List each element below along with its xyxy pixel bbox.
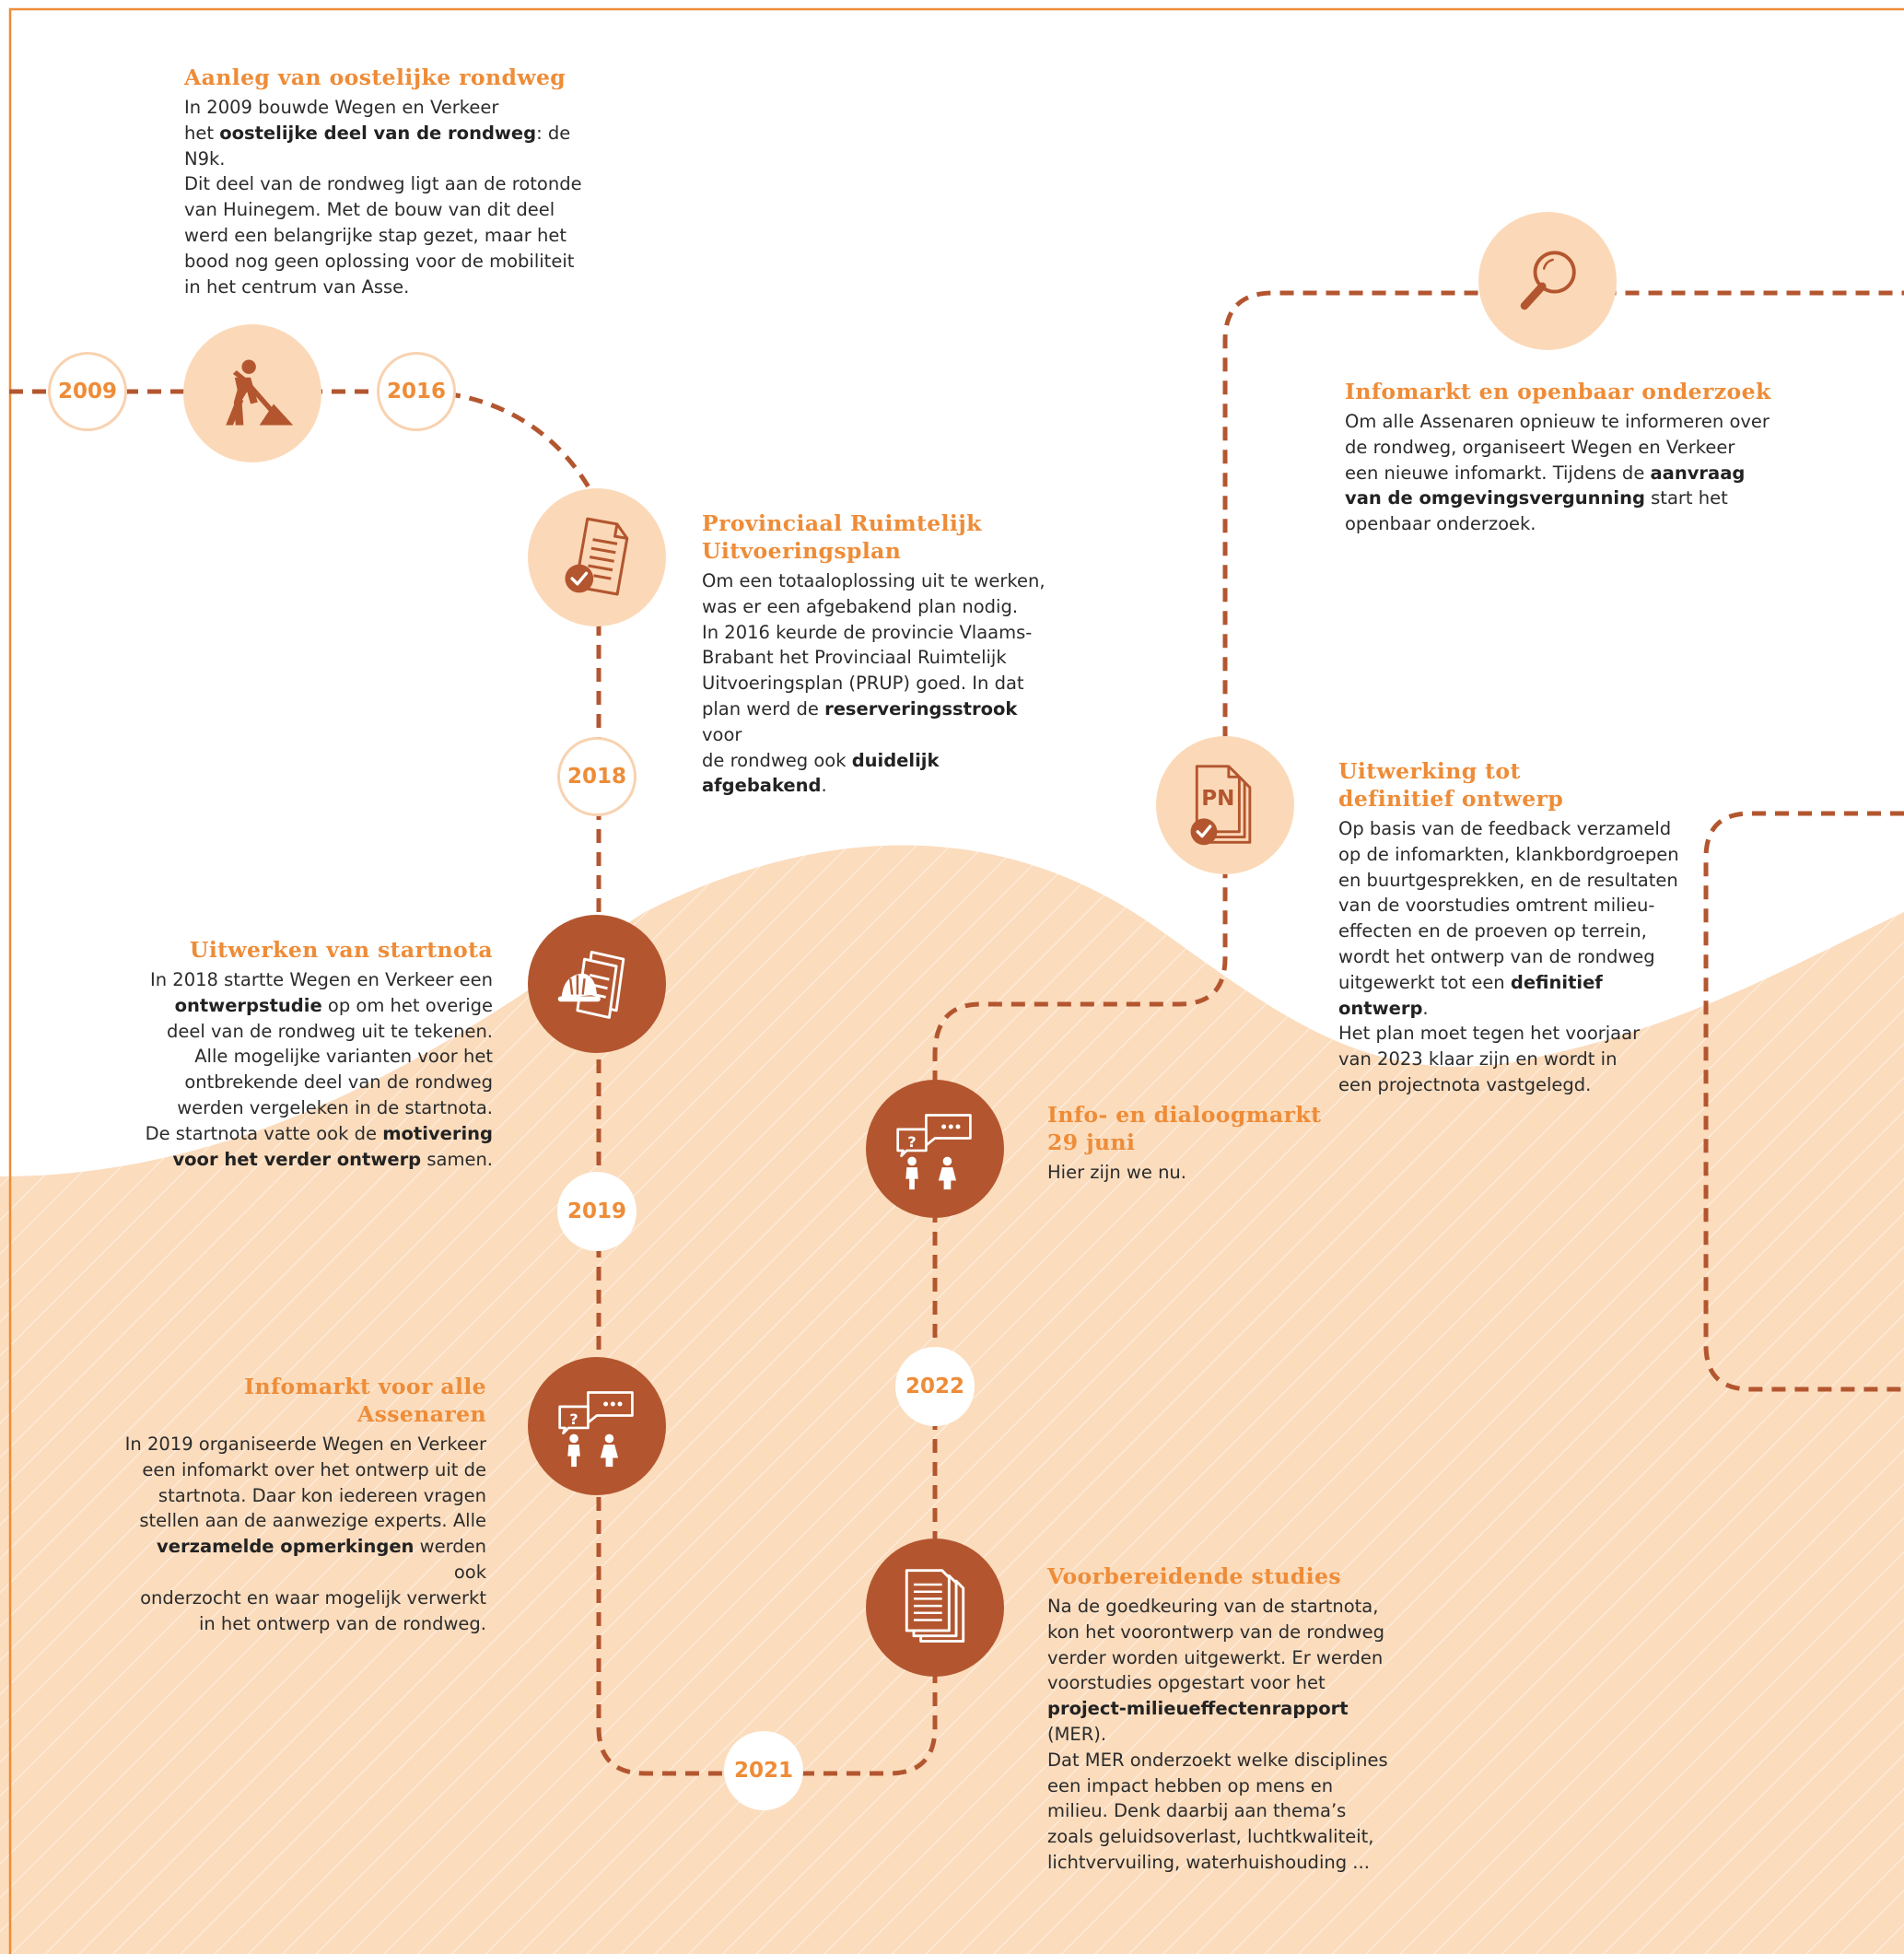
worker-digging-icon [226, 359, 294, 426]
year-2018: 2018 [557, 737, 637, 816]
svg-text:?: ? [569, 1410, 578, 1428]
year-2021: 2021 [724, 1731, 803, 1810]
step-openbaar-onderzoek: Infomarkt en openbaar onderzoek Om alle … [1345, 378, 1796, 537]
step-aanleg: Aanleg van oostelijke rondweg In 2009 bo… [184, 64, 608, 299]
year-2009: 2009 [48, 352, 127, 431]
step-title: Infomarkt voor alle Assenaren [244, 1374, 486, 1427]
svg-text:PN: PN [1201, 787, 1234, 811]
studies-node [866, 1539, 1004, 1677]
pn-document-check-icon: PN [1190, 765, 1252, 846]
page-frame [8, 7, 1904, 1954]
svg-text:?: ? [907, 1133, 916, 1151]
year-2016: 2016 [377, 352, 456, 431]
year-2022: 2022 [895, 1347, 975, 1426]
step-title: Uitwerken van startnota [189, 937, 493, 963]
helmet-documents-icon [557, 951, 625, 1019]
onderzoek-node [1478, 212, 1617, 350]
projectnota-node: PN [1156, 736, 1294, 874]
magnifier-icon [1520, 251, 1576, 310]
dialogue-people-icon: ? [896, 1114, 972, 1190]
step-infomarkt: Infomarkt voor alle Assenaren In 2019 or… [120, 1373, 486, 1636]
year-2019: 2019 [557, 1172, 637, 1251]
dialogue-people-icon: ? [558, 1391, 634, 1468]
step-title: Aanleg van oostelijke rondweg [184, 64, 567, 90]
dialoogmarkt-node: ? [866, 1080, 1004, 1218]
step-startnota: Uitwerken van startnota In 2018 startte … [120, 936, 493, 1172]
step-title: Infomarkt en openbaar onderzoek [1345, 379, 1771, 404]
infomarkt-node: ? [528, 1357, 666, 1495]
startnota-node [528, 915, 666, 1053]
step-title: Voorbereidende studies [1047, 1563, 1341, 1589]
document-check-icon [565, 517, 629, 596]
step-studies: Voorbereidende studies Na de goedkeuring… [1047, 1562, 1397, 1876]
stacked-documents-icon [905, 1569, 965, 1643]
roadworks-node [183, 324, 321, 462]
plan-node [528, 488, 666, 626]
